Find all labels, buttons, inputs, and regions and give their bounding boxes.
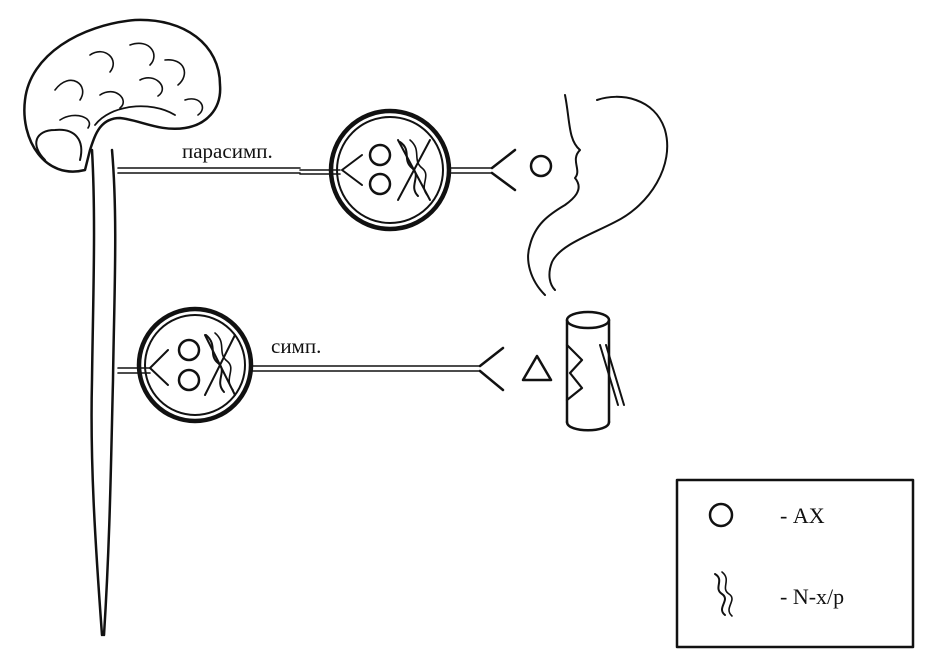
- brain: [23, 18, 222, 173]
- legend-label-receptor: - N-х/р: [780, 584, 844, 609]
- sympathetic-ganglion: [136, 306, 254, 424]
- blood-vessel: [565, 310, 625, 432]
- parasympathetic-label: парасимп.: [182, 139, 273, 163]
- legend-label-acetylcholine: - АХ: [780, 503, 825, 528]
- legend: [675, 478, 915, 649]
- circle-icon: [708, 502, 734, 528]
- acetylcholine-vesicle: [177, 338, 201, 362]
- receptor-icon: [714, 573, 726, 616]
- acetylcholine-vesicle: [177, 368, 201, 392]
- sympathetic-postganglionic-fiber: [250, 346, 505, 392]
- acetylcholine-release-icon: [529, 154, 553, 178]
- acetylcholine-vesicle: [368, 143, 392, 167]
- spinal-cord: [90, 148, 117, 637]
- acetylcholine-vesicle: [368, 172, 392, 196]
- parasympathetic-ganglion: [328, 108, 452, 232]
- sympathetic-label: симп.: [271, 334, 321, 358]
- parasympathetic-postganglionic-fiber: [448, 148, 517, 192]
- stomach: [527, 94, 669, 296]
- parasympathetic-preganglionic-fiber: [117, 167, 341, 175]
- noradrenaline-release-icon: [521, 354, 553, 382]
